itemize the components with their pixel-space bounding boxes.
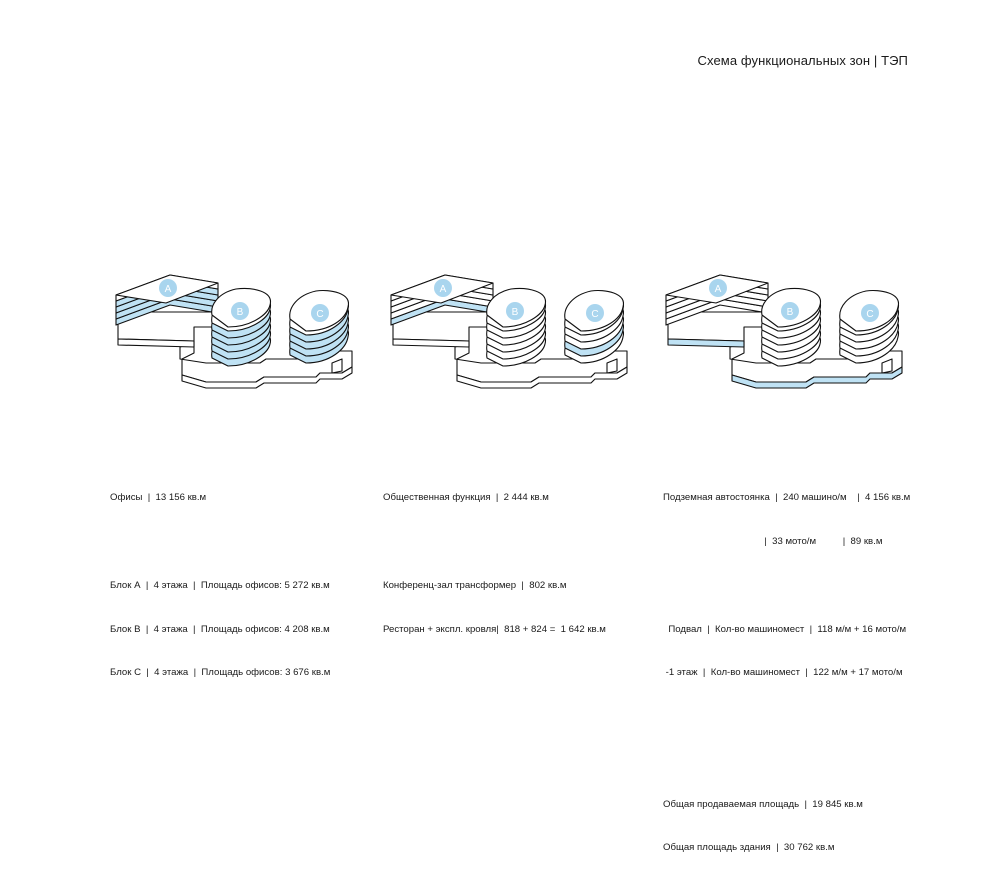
parking-moto: | 33 мото/м | 89 кв.м [663,535,883,547]
block-b-circle [506,302,524,320]
spacer [663,579,910,594]
parking-band-west [392,338,470,348]
block-a-circle [159,279,177,297]
block-a-label: A [165,284,172,295]
parking-band-south [731,366,903,389]
block-a-label: A [715,284,722,295]
block-c-label: C [591,309,598,320]
parking-text-block: Подземная автостоянка | 240 машино/м | 4… [663,462,910,871]
block-a-line: Блок А | 4 этажа | Площадь офисов: 5 272… [110,579,330,591]
block-c-label: C [316,309,323,320]
axonometric-diagram: A B C [665,274,903,389]
spacer [663,710,910,725]
block-b-label: B [512,307,519,318]
total-area-line: Общая площадь здания | 30 762 кв.м [663,842,835,854]
parking-band-south [181,366,353,389]
parking-band-west [117,338,195,348]
diagram-parking: A B C [660,255,930,425]
spacer [110,535,330,550]
diagram-offices: A B C [110,255,380,425]
stair-core [331,358,343,374]
block-a-circle [434,279,452,297]
spacer [663,754,910,769]
restaurant-line: Ресторан + экспл. кровля| 818 + 824 = 1 … [383,623,606,635]
axonometric-diagram: A B C [115,274,353,389]
public-text-block: Общественная функция | 2 444 кв.м Конфер… [383,462,606,652]
spacer [383,535,606,550]
page-title: Схема функциональных зон | ТЭП [697,53,908,68]
stair-core [881,358,893,374]
parking-total: Подземная автостоянка | 240 машино/м | 4… [663,492,911,504]
offices-text-block: Офисы | 13 156 кв.м Блок А | 4 этажа | П… [110,462,330,696]
podium-slab [392,311,628,383]
sellable-area-line: Общая продаваемая площадь | 19 845 кв.м [663,798,863,810]
block-b-label: B [237,307,244,318]
level-minus1-line: -1 этаж | Кол-во машиномест | 122 м/м + … [663,667,903,679]
block-c-label: C [866,309,873,320]
block-b-label: B [787,307,794,318]
block-c-line: Блок С | 4 этажа | Площадь офисов: 3 676… [110,667,331,679]
basement-line: Подвал | Кол-во машиномест | 118 м/м + 1… [663,623,907,635]
block-c-circle [311,304,329,322]
podium-slab [117,311,353,383]
block-b-circle [781,302,799,320]
block-a-circle [709,279,727,297]
block-a-label: A [440,284,447,295]
diagram-public: A B C [385,255,655,425]
podium-slab [667,311,903,383]
block-c-circle [861,304,879,322]
parking-band-west [667,338,745,348]
parking-band-south [456,366,628,389]
block-b-circle [231,302,249,320]
block-b-line: Блок В | 4 этажа | Площадь офисов: 4 208… [110,623,330,635]
axonometric-diagram: A B C [390,274,628,389]
block-c-circle [586,304,604,322]
offices-total: Офисы | 13 156 кв.м [110,492,207,504]
public-total: Общественная функция | 2 444 кв.м [383,492,549,504]
conference-line: Конференц-зал трансформер | 802 кв.м [383,579,567,591]
stair-core [606,358,618,374]
